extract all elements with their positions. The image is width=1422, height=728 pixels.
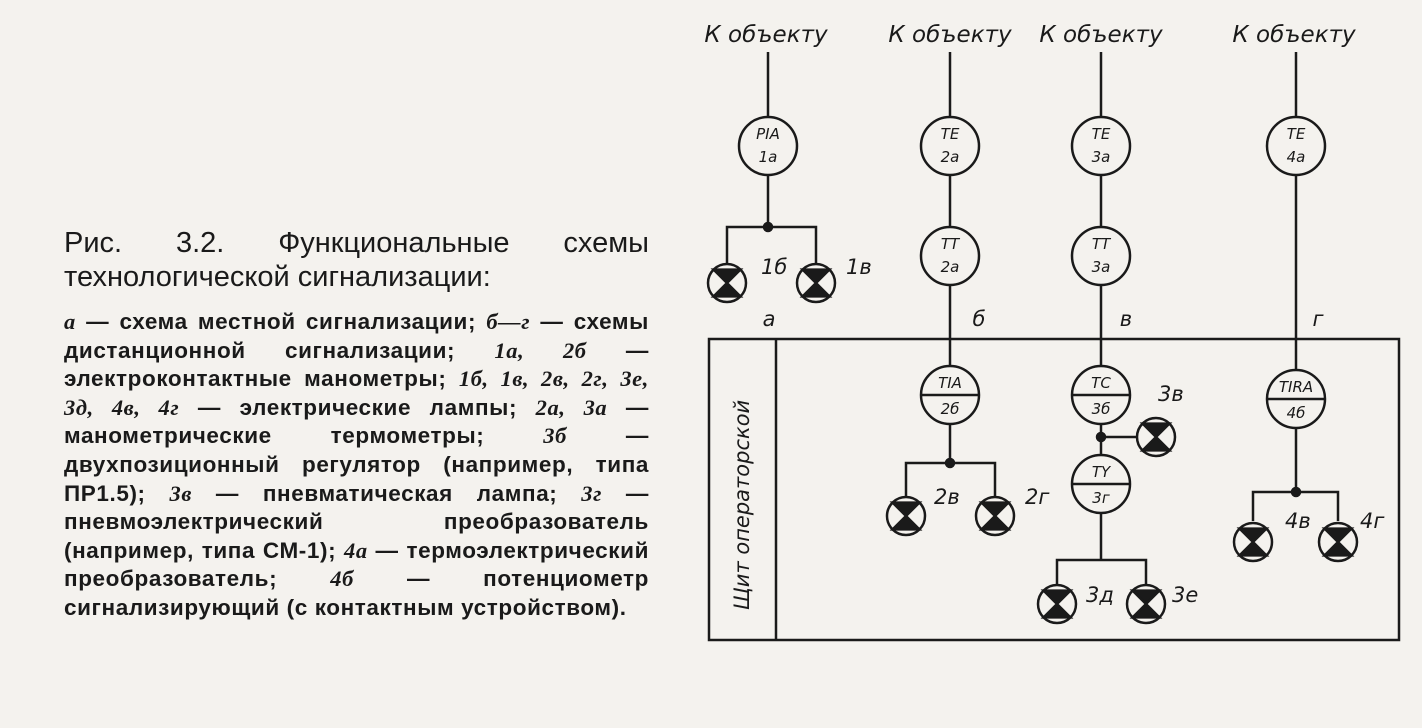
lamp-3e-icon: [1125, 583, 1167, 625]
legend-text: — схемы дистанционной сигнализации;: [64, 309, 649, 363]
svg-text:4а: 4а: [1287, 148, 1306, 166]
legend-text: — термоэлектрический преобразователь;: [64, 537, 650, 592]
lamp-1v-icon: [795, 262, 837, 304]
lamp-label: 2в: [934, 485, 960, 509]
lamp-4g-icon: [1317, 521, 1359, 563]
lamp-label: 3е: [1172, 583, 1198, 607]
svg-text:4б: 4б: [1287, 404, 1306, 422]
lamp-label: 4в: [1285, 509, 1311, 533]
instrument-ty-3g: TY 3г: [1070, 453, 1132, 515]
instrument-tira-4b: TIRA 4б: [1265, 368, 1327, 430]
instrument-tia-2b: TIA 2б: [919, 364, 981, 426]
figure-caption: Рис. 3.2. Функциональные схемы технологи…: [64, 226, 649, 623]
operator-panel-label: Щит операторской: [730, 400, 754, 610]
instrument-pia-1a: PIA 1а: [737, 115, 799, 177]
object-label-g: К объекту: [1232, 22, 1356, 48]
signal-line: [904, 461, 997, 498]
lamp-label: 2г: [1025, 485, 1050, 509]
svg-text:TIRA: TIRA: [1279, 378, 1313, 396]
instrument-tc-3b: TC 3б: [1070, 364, 1132, 426]
scheme-letter-g: г: [1312, 307, 1324, 331]
svg-text:TE: TE: [1287, 125, 1306, 143]
legend-text: — манометрические термометры;: [64, 394, 649, 449]
legend-text: — потенциометр сигнализирующий (с контак…: [64, 566, 649, 620]
instrument-te-2a: TE 2а: [919, 115, 981, 177]
svg-text:3г: 3г: [1092, 489, 1110, 507]
svg-text:2а: 2а: [941, 148, 960, 166]
svg-text:2а: 2а: [941, 258, 960, 276]
svg-text:TY: TY: [1092, 463, 1112, 481]
svg-text:3б: 3б: [1092, 400, 1111, 418]
legend-key: б—г: [486, 309, 531, 334]
legend-key: 1а, 2б: [494, 337, 587, 363]
legend-key: а: [64, 309, 76, 334]
svg-text:TE: TE: [941, 125, 960, 143]
legend-text: — схема местной сигнализации;: [75, 309, 487, 334]
legend-text: — электроконтактные манометры;: [64, 337, 650, 392]
legend-text: — пневмоэлектрический преобразователь (н…: [64, 480, 649, 563]
legend-text: — пневматическая лампа;: [192, 480, 582, 506]
legend-key: 2а, 3а: [535, 394, 608, 420]
svg-text:PIA: PIA: [756, 125, 780, 143]
lamp-2g-icon: [974, 495, 1016, 537]
lamp-3d-icon: [1036, 583, 1078, 625]
scheme-letter-a: а: [763, 307, 776, 331]
legend-text: — электрические лампы;: [179, 394, 536, 420]
object-label-a: К объекту: [704, 22, 828, 48]
lamp-2v-icon: [885, 495, 927, 537]
svg-text:2б: 2б: [941, 400, 960, 418]
svg-text:TT: TT: [941, 235, 961, 253]
lamp-3v-icon: [1135, 416, 1177, 458]
legend-key: 4б: [330, 566, 354, 592]
signal-line: [725, 225, 818, 265]
svg-text:TC: TC: [1091, 374, 1111, 392]
legend-key: 3б: [543, 423, 567, 449]
lamp-4v-icon: [1232, 521, 1274, 563]
svg-text:1а: 1а: [759, 148, 778, 166]
legend-key: 4а: [344, 537, 368, 563]
figure-title: Рис. 3.2. Функциональные схемы технологи…: [64, 227, 649, 293]
lamp-label: 3д: [1086, 583, 1114, 607]
scheme-letter-b: б: [973, 307, 986, 331]
lamp-1b-icon: [706, 262, 748, 304]
instrument-tt-2a: TT 2а: [919, 225, 981, 287]
legend-key: 1б, 1в, 2в, 2г, 3е, 3д, 4в, 4г: [64, 366, 649, 420]
instrument-tt-3a: TT 3а: [1070, 225, 1132, 287]
instrument-te-3a: TE 3а: [1070, 115, 1132, 177]
svg-text:TE: TE: [1092, 125, 1111, 143]
lamp-label: 4г: [1360, 509, 1385, 533]
instrument-te-4a: TE 4а: [1265, 115, 1327, 177]
lamp-label: 1в: [846, 255, 872, 279]
object-label-b: К объекту: [888, 22, 1012, 48]
svg-text:TIA: TIA: [938, 374, 962, 392]
object-label-v: К объекту: [1039, 22, 1163, 48]
legend-text: — двухпозиционный регулятор (например, т…: [64, 423, 649, 506]
scheme-letter-v: в: [1120, 307, 1132, 331]
figure-legend: а — схема местной сигнализации; б—г — сх…: [64, 308, 649, 623]
svg-text:3а: 3а: [1092, 258, 1111, 276]
lamp-label: 3в: [1158, 382, 1184, 406]
signal-line: [1055, 558, 1148, 586]
legend-key: 3в: [169, 480, 193, 506]
svg-text:TT: TT: [1092, 235, 1112, 253]
signal-line: [1251, 490, 1340, 521]
legend-key: 3г: [581, 480, 603, 506]
operator-panel-frame: [707, 337, 1401, 642]
svg-text:3а: 3а: [1092, 148, 1111, 166]
lamp-label: 1б: [761, 255, 787, 279]
